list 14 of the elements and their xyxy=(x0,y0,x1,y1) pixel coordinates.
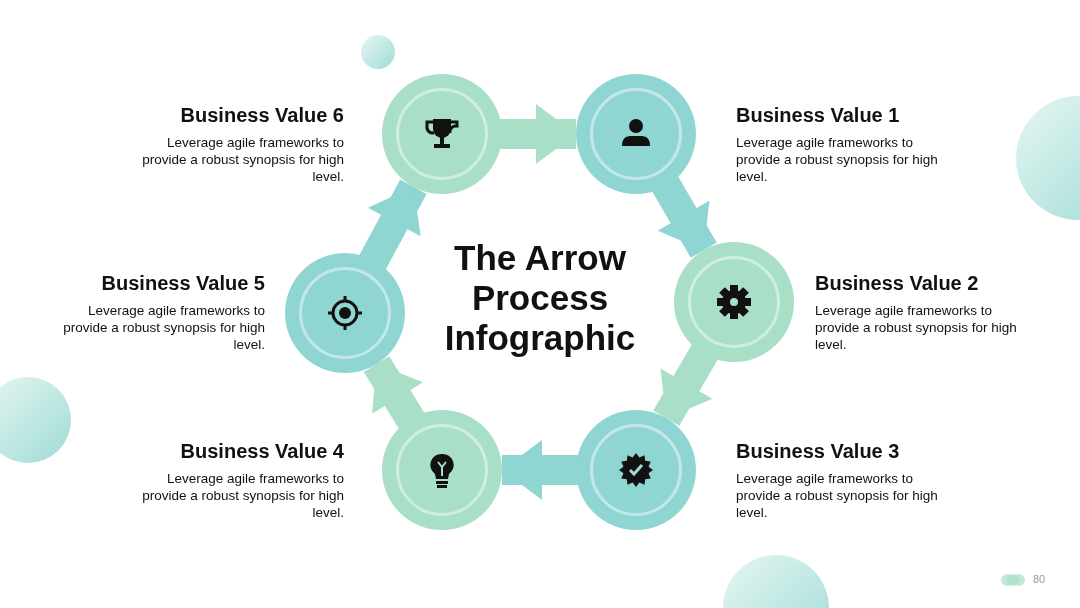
title: The Arrow Process Infographic xyxy=(443,238,637,358)
step-heading: Business Value 6 xyxy=(180,104,344,127)
step-description: Leverage agile frameworks to provide a robust synopsis for high level. xyxy=(141,134,344,185)
step-description: Leverage agile frameworks to provide a robust synopsis for high level. xyxy=(815,302,1018,353)
step-heading: Business Value 1 xyxy=(736,104,900,127)
step-description: Leverage agile frameworks to provide a robust synopsis for high level. xyxy=(736,134,939,185)
step-heading: Business Value 3 xyxy=(736,440,900,463)
step-heading: Business Value 2 xyxy=(815,272,979,295)
step-heading: Business Value 4 xyxy=(180,440,344,463)
step-description: Leverage agile frameworks to provide a robust synopsis for high level. xyxy=(141,470,344,521)
step-description: Leverage agile frameworks to provide a robust synopsis for high level. xyxy=(736,470,939,521)
step-description: Leverage agile frameworks to provide a robust synopsis for high level. xyxy=(62,302,265,353)
step-heading: Business Value 5 xyxy=(101,272,265,295)
page-number: 80 xyxy=(1033,573,1046,585)
